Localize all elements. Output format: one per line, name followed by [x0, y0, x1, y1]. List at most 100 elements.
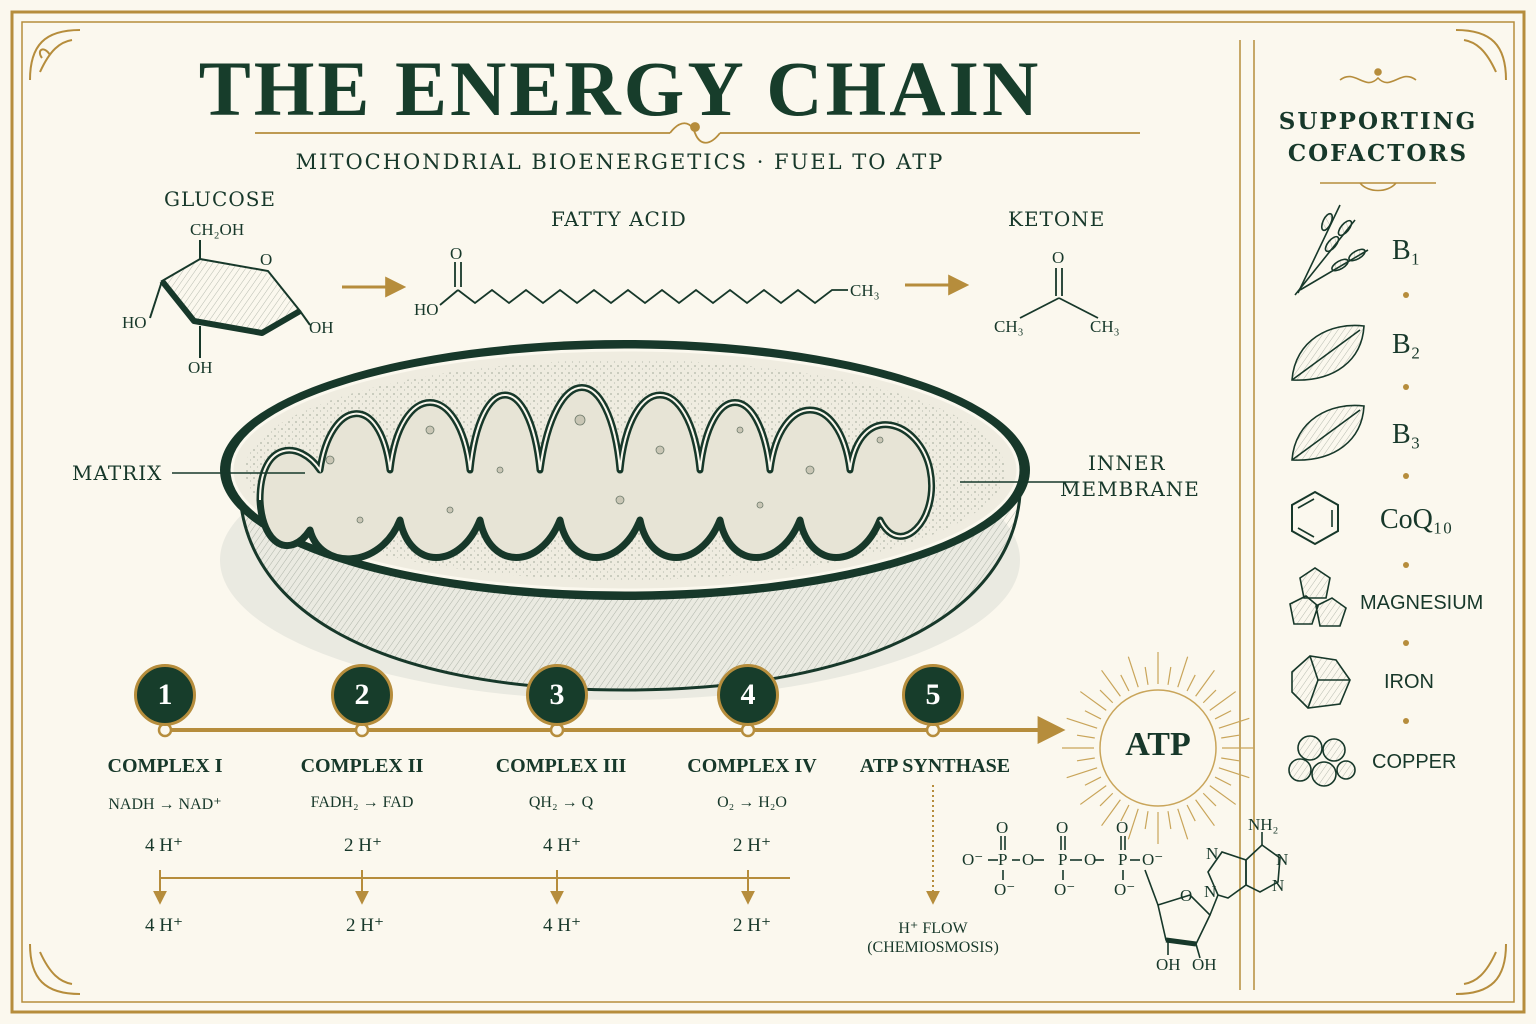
- mineral-chunk-icon: [1291, 655, 1351, 709]
- atp-ray: [1127, 656, 1139, 688]
- atp-ray: [1144, 666, 1149, 685]
- atp-molecule-structure: [988, 832, 1281, 959]
- page-title: THE ENERGY CHAIN: [198, 45, 1042, 132]
- atp-ray: [1066, 767, 1098, 779]
- cofactor-b1: B₁: [1392, 235, 1421, 266]
- transport-chain-line: [153, 716, 1066, 905]
- leaf-icon: [1291, 404, 1365, 461]
- bridge-o-2: O: [1084, 850, 1097, 869]
- label-leader-lines: [172, 472, 1078, 483]
- fatty-acid-structure: [439, 262, 848, 306]
- glucose-oh-bottom: OH: [188, 358, 213, 377]
- phosphate-3-o-top: O: [1116, 818, 1129, 837]
- atp-ray: [1127, 808, 1139, 840]
- complex-2-protons-top: 2 H⁺: [344, 835, 382, 856]
- cofactor-coq10: CoQ₁₀: [1380, 504, 1453, 535]
- atp-o-minus-left: O⁻: [962, 850, 984, 869]
- complex-4-reaction: O₂ → H₂O: [717, 794, 787, 811]
- complex-3-protons-bottom: 4 H⁺: [543, 915, 581, 936]
- glucose-structure: [149, 240, 311, 358]
- cofactor-separator: [1403, 562, 1409, 568]
- complex-3-name: COMPLEX III: [495, 755, 627, 777]
- atp-ray: [1079, 691, 1107, 711]
- atp-ray: [1218, 767, 1250, 779]
- atp-ray: [1101, 799, 1121, 827]
- atp-ray: [1186, 804, 1196, 822]
- ketone-o: O: [1052, 248, 1065, 267]
- sidebar-ornament-top: [1320, 68, 1436, 192]
- atp-ray: [1221, 757, 1240, 762]
- glucose-label: GLUCOSE: [164, 187, 277, 211]
- atp-ray: [1177, 808, 1189, 840]
- atp-ray: [1167, 666, 1172, 685]
- atp-ray: [1099, 792, 1114, 807]
- adenine-n-4: N: [1204, 882, 1217, 901]
- complex-1-protons-bottom: 4 H⁺: [145, 915, 183, 936]
- atp-ray: [1214, 710, 1232, 720]
- ketone-ch3-left: CH₃: [994, 317, 1024, 336]
- cofactor-magnesium: MAGNESIUM: [1360, 592, 1484, 614]
- glucose-ring-o: O: [260, 250, 273, 269]
- mitochondrion-illustration: [220, 340, 1030, 700]
- cofactors-title-line2: COFACTORS: [1287, 140, 1469, 167]
- atp-ray: [1101, 669, 1121, 697]
- atp-ray: [1099, 689, 1114, 704]
- ribose-oh-right: OH: [1192, 955, 1217, 974]
- nugget-cluster-icon: [1288, 735, 1356, 787]
- atp-ray: [1209, 691, 1237, 711]
- adenine-nh2: NH₂: [1248, 815, 1279, 834]
- cofactor-copper: COPPER: [1372, 751, 1457, 773]
- atp-ray: [1167, 811, 1172, 830]
- inner-membrane-label-line2: MEMBRANE: [1060, 477, 1200, 501]
- adenine-n-2: N: [1276, 850, 1289, 869]
- benzene-ring-icon: [1291, 490, 1339, 546]
- fuel-arrows: [342, 274, 970, 298]
- title-divider-ornament: [255, 122, 1140, 144]
- glucose-ch2oh: CH₂OH: [190, 220, 245, 239]
- ketone-ch3-right: CH₃: [1090, 317, 1120, 336]
- complex-2-protons-bottom: 2 H⁺: [346, 915, 384, 936]
- complex-4-protons-bottom: 2 H⁺: [733, 915, 771, 936]
- complex-1-name: COMPLEX I: [107, 755, 223, 777]
- fatty-acid-ch3: CH₃: [850, 281, 880, 300]
- atp-ray: [1195, 799, 1215, 827]
- atp-ray: [1177, 656, 1189, 688]
- page-subtitle: MITOCHONDRIAL BIOENERGETICS · FUEL TO AT…: [295, 150, 945, 174]
- cofactor-separator: [1403, 718, 1409, 724]
- phosphate-3-p: P: [1118, 850, 1128, 869]
- atp-ray: [1084, 776, 1102, 786]
- atp-ray: [1202, 689, 1217, 704]
- atp-label: ATP: [1125, 726, 1191, 763]
- matrix-label: MATRIX: [72, 461, 163, 485]
- adenine-n-1: N: [1206, 844, 1219, 863]
- cofactor-separator: [1403, 473, 1409, 479]
- atp-ray: [1079, 785, 1107, 805]
- ribose-oh-left: OH: [1156, 955, 1181, 974]
- complex-4-protons-top: 2 H⁺: [733, 835, 771, 856]
- atp-ray: [1202, 792, 1217, 807]
- h-flow-label: H⁺ FLOW: [898, 920, 968, 937]
- cofactor-b2: B₂: [1392, 329, 1421, 360]
- cofactor-separator: [1403, 384, 1409, 390]
- cofactor-icons: [1288, 204, 1369, 787]
- step-5-badge: 5: [902, 664, 964, 726]
- wheat-icon: [1294, 204, 1369, 296]
- inner-membrane-label-line1: INNER: [1088, 451, 1166, 475]
- fatty-acid-o: O: [450, 244, 463, 263]
- ketone-label: KETONE: [1008, 207, 1106, 231]
- step-2-badge: 2: [331, 664, 393, 726]
- phosphate-2-o-minus: O⁻: [1054, 880, 1076, 899]
- complex-2-reaction: FADH₂ → FAD: [310, 794, 414, 811]
- atp-ray: [1076, 757, 1095, 762]
- fatty-acid-ho: HO: [414, 300, 439, 319]
- bridge-o-1: O: [1022, 850, 1035, 869]
- phosphate-1-o-top: O: [996, 818, 1009, 837]
- phosphate-1-p: P: [998, 850, 1008, 869]
- complex-4-name: COMPLEX IV: [687, 755, 817, 777]
- phosphate-2-p: P: [1058, 850, 1068, 869]
- atp-ray: [1120, 674, 1130, 692]
- phosphate-1-o-minus: O⁻: [994, 880, 1016, 899]
- complex-3-reaction: QH₂ → Q: [528, 794, 594, 811]
- leaf-icon: [1291, 324, 1365, 381]
